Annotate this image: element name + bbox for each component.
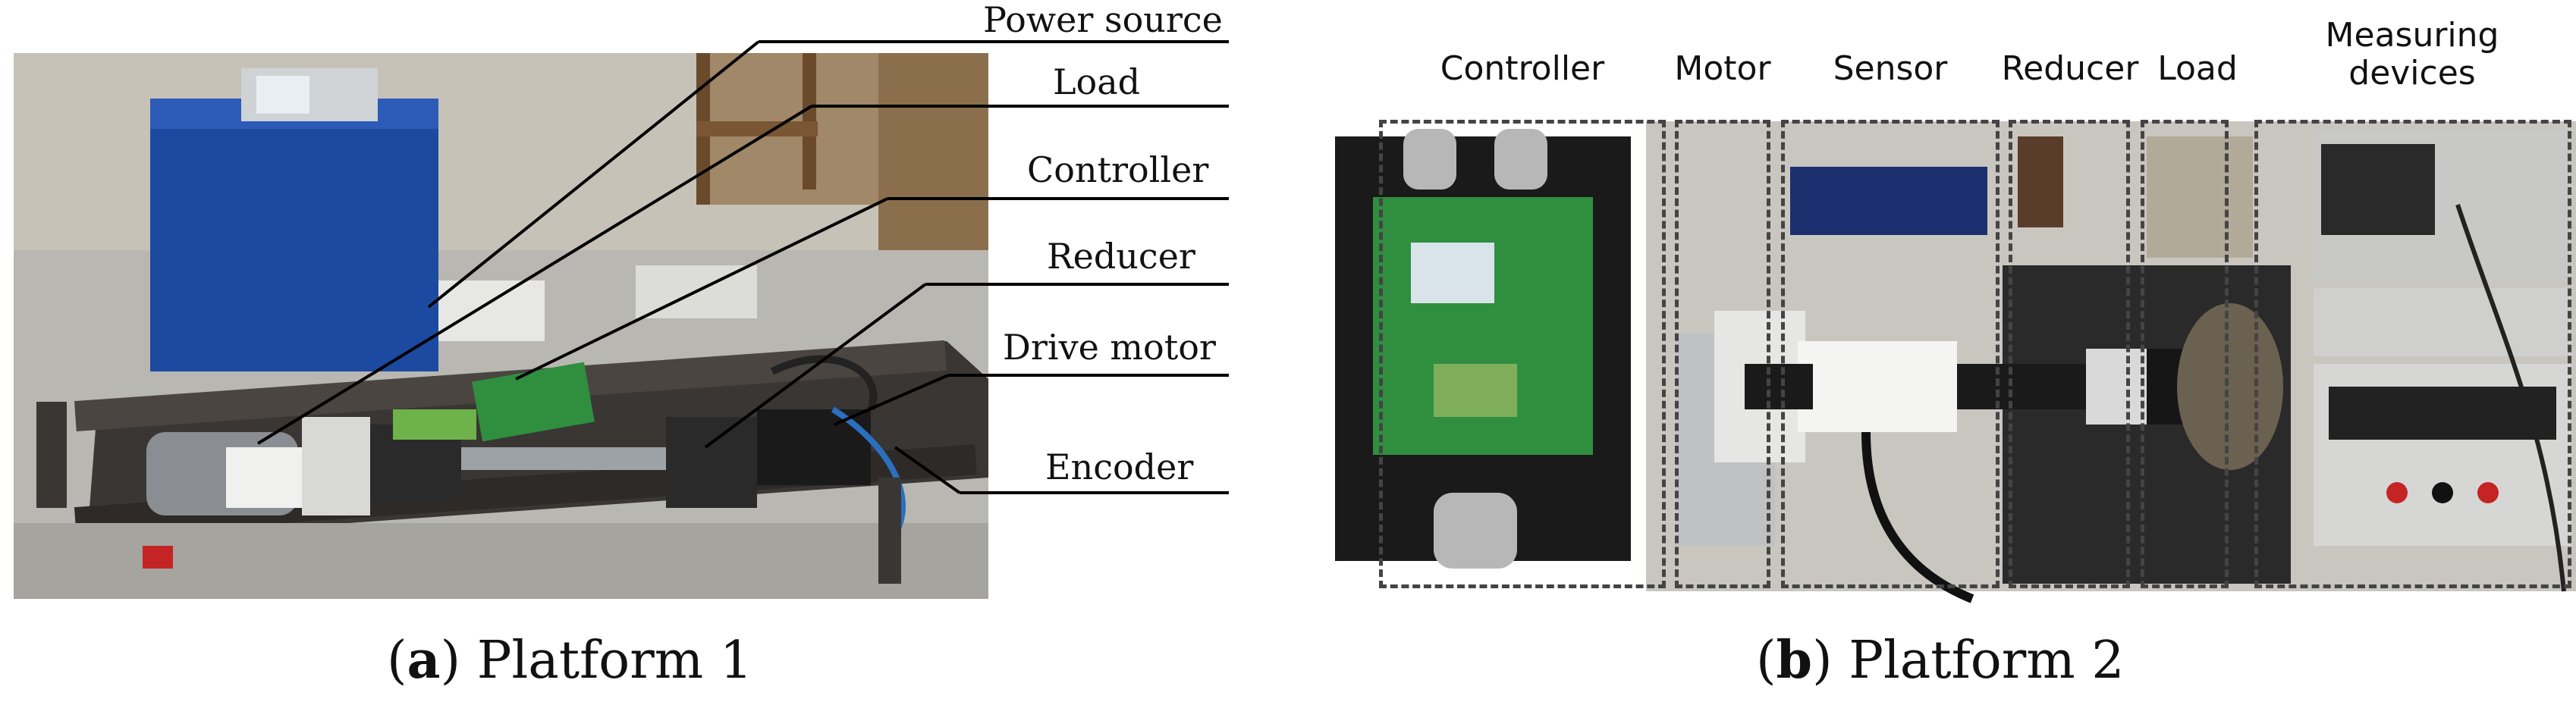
section-reducer: Reducer [2001, 49, 2139, 88]
label-reducer: Reducer [1047, 236, 1195, 277]
caption-b-letter: b [1776, 630, 1813, 691]
box-sensor [1781, 120, 2000, 588]
panel-a: Power source Load Controller Reducer Dri… [0, 0, 1244, 705]
caption-a-text: Platform 1 [460, 631, 753, 691]
caption-a: (a) Platform 1 [387, 630, 753, 691]
label-power-source: Power source [983, 0, 1223, 40]
panel-b: Controller Motor Sensor Reducer Load Mea… [1320, 0, 2576, 705]
caption-b: (b) Platform 2 [1756, 630, 2125, 691]
caption-b-text: Platform 2 [1832, 631, 2125, 691]
label-drive-motor: Drive motor [1003, 327, 1216, 368]
platform-2-photo [1320, 114, 2576, 606]
label-controller: Controller [1027, 149, 1209, 190]
label-load: Load [1053, 61, 1141, 102]
section-motor: Motor [1674, 49, 1771, 88]
box-controller [1379, 120, 1666, 588]
box-measuring-devices [2254, 120, 2571, 588]
platform-1-photo [14, 53, 988, 599]
caption-a-letter: a [407, 630, 441, 691]
box-reducer [2009, 120, 2130, 588]
section-controller: Controller [1440, 49, 1605, 88]
box-motor [1675, 120, 1770, 588]
box-load [2141, 120, 2229, 588]
section-measuring-devices: Measuring devices [2325, 16, 2499, 92]
section-sensor: Sensor [1833, 49, 1948, 88]
label-encoder: Encoder [1045, 446, 1194, 487]
section-load: Load [2157, 49, 2238, 88]
